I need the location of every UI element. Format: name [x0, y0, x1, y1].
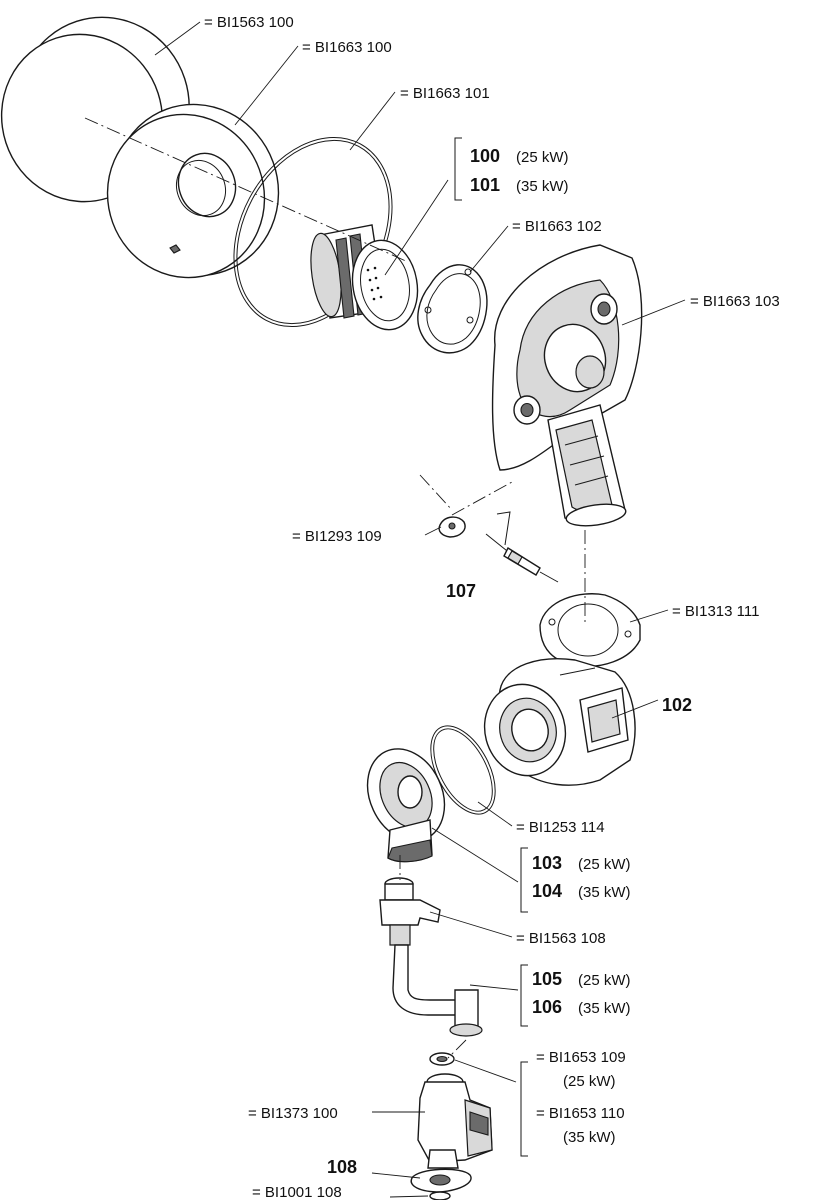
- label-gas-valve: = BI1373 100: [248, 1105, 338, 1122]
- label-gas-pipe-106: 106: [532, 997, 562, 1017]
- label-burner-100-note: (25 kW): [516, 149, 569, 166]
- leader-lines: [154, 21, 686, 1198]
- label-venturi-103-note: (25 kW): [578, 856, 631, 873]
- label-gas-pipe-105: 105: [532, 969, 562, 989]
- label-flange: 108: [327, 1157, 357, 1177]
- label-venturi-104-note: (35 kW): [578, 884, 631, 901]
- label-venturi-104: 104: [532, 881, 562, 901]
- connector: [379, 877, 441, 946]
- flange: [410, 1168, 472, 1193]
- insulation-disc: [106, 103, 280, 279]
- seal: [429, 1191, 451, 1200]
- fan-gasket: [539, 593, 641, 667]
- fan: [483, 658, 636, 786]
- label-washer-109: = BI1653 109: [536, 1049, 626, 1066]
- label-large-gasket: = BI1663 101: [400, 85, 490, 102]
- burner-holes: [366, 266, 383, 301]
- assembly-axes: [84, 117, 586, 1059]
- label-gas-pipe-106-note: (35 kW): [578, 1000, 631, 1017]
- label-burner-101: 101: [470, 175, 500, 195]
- label-washer-109-note: (25 kW): [563, 1073, 616, 1090]
- burner-tube: [310, 224, 419, 331]
- label-burner-door: = BI1663 103: [690, 293, 780, 310]
- burner-door: [491, 244, 643, 527]
- electrode: [485, 511, 559, 583]
- label-cover-disc: = BI1563 100: [204, 14, 294, 31]
- label-gas-pipe-105-note: (25 kW): [578, 972, 631, 989]
- labels: = BI1563 100 = BI1663 100 = BI1663 101 1…: [204, 14, 780, 1200]
- label-electrode: 107: [446, 581, 476, 601]
- label-fan-gasket: = BI1313 111: [672, 603, 759, 620]
- label-burner-101-note: (35 kW): [516, 178, 569, 195]
- label-fan: 102: [662, 695, 692, 715]
- venturi: [366, 748, 446, 863]
- label-insulation-disc: = BI1663 100: [302, 39, 392, 56]
- electrode-clip: [438, 516, 466, 538]
- label-washer-110-note: (35 kW): [563, 1129, 616, 1146]
- label-small-gasket: = BI1663 102: [512, 218, 602, 235]
- label-venturi-103: 103: [532, 853, 562, 873]
- brackets: [454, 137, 528, 1157]
- label-electrode-clip: = BI1293 109: [292, 528, 382, 545]
- label-washer-110: = BI1653 110: [536, 1105, 625, 1122]
- label-burner-100: 100: [470, 146, 500, 166]
- label-o-ring: = BI1253 114: [516, 819, 605, 836]
- gas-valve: [417, 1073, 493, 1169]
- washer: [429, 1052, 455, 1066]
- label-connector: = BI1563 108: [516, 930, 606, 947]
- gas-pipe: [392, 944, 483, 1037]
- label-seal: = BI1001 108: [252, 1184, 342, 1200]
- small-gasket: [417, 264, 488, 354]
